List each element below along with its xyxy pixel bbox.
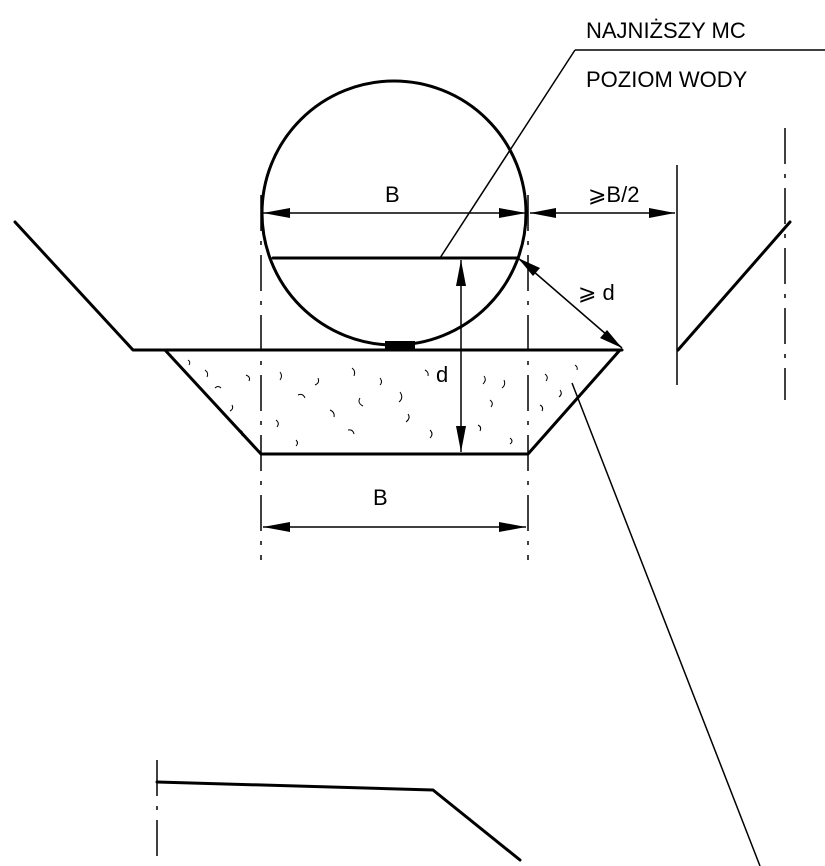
dim-half-b-label: ⩾B/2 <box>588 182 639 207</box>
note-water-level: POZIOM WODY <box>586 67 748 92</box>
dimension-b-bottom: B <box>263 485 526 532</box>
dimension-d-vertical: d <box>436 260 466 452</box>
pipe-support-block <box>385 341 415 349</box>
dimension-half-b: ⩾B/2 <box>530 182 675 218</box>
dim-b-top-label: B <box>385 182 400 207</box>
lower-detail-profile <box>155 760 522 866</box>
water-level-leader-line <box>439 49 576 259</box>
lower-ground-profile <box>155 780 522 862</box>
bedding-leader-line <box>571 382 761 866</box>
trench-right-slope <box>676 220 792 352</box>
dim-d-diagonal-label: ⩾ d <box>578 280 615 305</box>
bedding-texture <box>187 359 578 447</box>
top-annotation: NAJNIŻSZY MC POZIOM WODY <box>439 18 825 259</box>
dimension-d-diagonal: ⩾ d <box>517 257 623 349</box>
trench-left-slope <box>13 220 624 352</box>
note-lowest-level: NAJNIŻSZY MC <box>586 18 746 43</box>
dim-b-bottom-label: B <box>373 485 388 510</box>
dimension-b-top: B <box>263 182 526 218</box>
dim-d-vertical-label: d <box>436 362 448 387</box>
bedding-fill <box>163 348 622 456</box>
